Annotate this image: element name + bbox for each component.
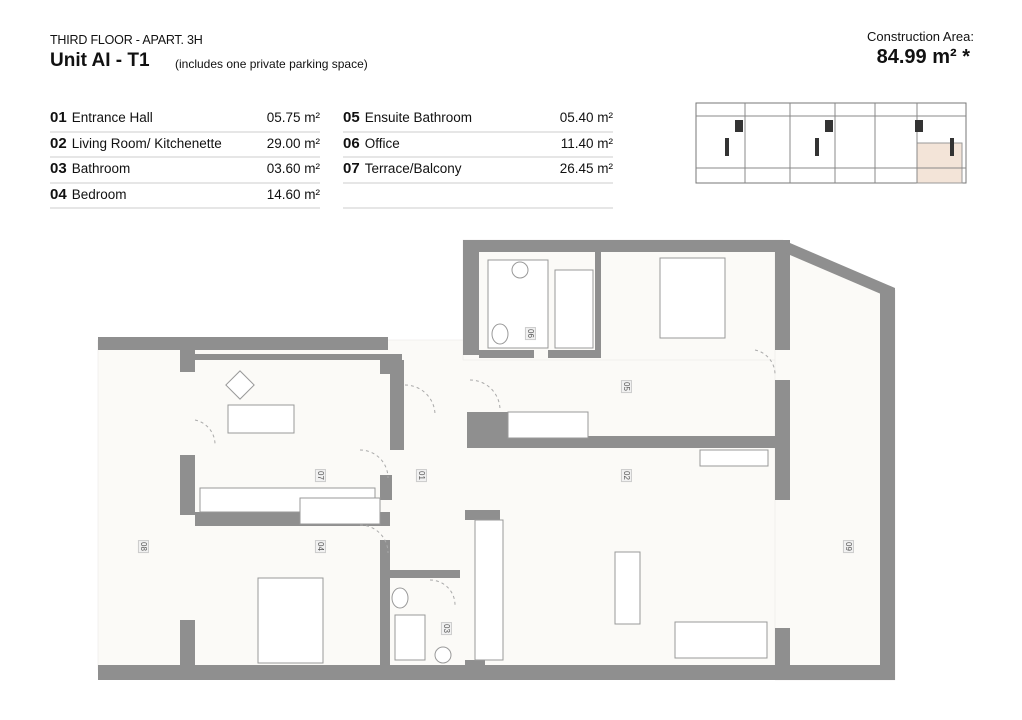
room-area: 03.60 m²	[266, 161, 320, 176]
room-area: 14.60 m²	[266, 186, 320, 202]
room-name: Bedroom	[71, 186, 127, 202]
plan-label: 02	[620, 469, 632, 482]
construction-area-value: 84.99 m² *	[876, 46, 970, 68]
room-row: 01 Entrance Hall 05.75 m²	[50, 107, 320, 133]
floor-title: THIRD FLOOR - APART. 3H	[50, 33, 203, 47]
unit-title: Unit AI - T1	[50, 50, 150, 71]
plan-label: 04	[314, 540, 326, 553]
furniture	[199, 257, 769, 664]
room-area: 05.75 m²	[266, 110, 320, 125]
room-area: 26.45 m²	[559, 161, 613, 176]
plan-label: 03	[440, 622, 452, 635]
room-name: Ensuite Bathroom	[364, 110, 472, 125]
unit-note: (includes one private parking space)	[175, 57, 368, 71]
walls	[98, 240, 895, 680]
room-name: Terrace/Balcony	[364, 161, 462, 176]
room-row	[343, 184, 613, 209]
room-name: Living Room/ Kitchenette	[71, 135, 222, 151]
plan-label: 06	[524, 327, 536, 340]
room-area: 05.40 m²	[559, 110, 613, 125]
room-name: Bathroom	[71, 161, 131, 176]
room-row: 05 Ensuite Bathroom 05.40 m²	[343, 107, 613, 133]
room-num: 03	[50, 160, 67, 177]
room-num: 02	[50, 134, 67, 152]
room-area: 29.00 m²	[266, 135, 320, 151]
plan-label: 05	[620, 380, 632, 393]
door-swings	[194, 349, 776, 606]
room-num: 01	[50, 109, 67, 126]
room-num: 06	[343, 134, 360, 152]
unit-highlight	[916, 142, 963, 184]
plan-label: 09	[842, 540, 854, 553]
room-row: 03 Bathroom 03.60 m²	[50, 158, 320, 184]
plan-label: 07	[314, 469, 326, 482]
room-area: 11.40 m²	[560, 135, 613, 151]
room-row: 07 Terrace/Balcony 26.45 m²	[343, 158, 613, 184]
room-num: 05	[343, 109, 360, 126]
room-num: 07	[343, 160, 360, 177]
plan-label: 08	[137, 540, 149, 553]
room-num: 04	[50, 185, 67, 203]
construction-area-label: Construction Area:	[867, 29, 974, 44]
building-key-map	[695, 102, 967, 184]
room-name: Office	[364, 135, 400, 151]
plan-label: 01	[415, 469, 427, 482]
room-name: Entrance Hall	[71, 110, 153, 125]
